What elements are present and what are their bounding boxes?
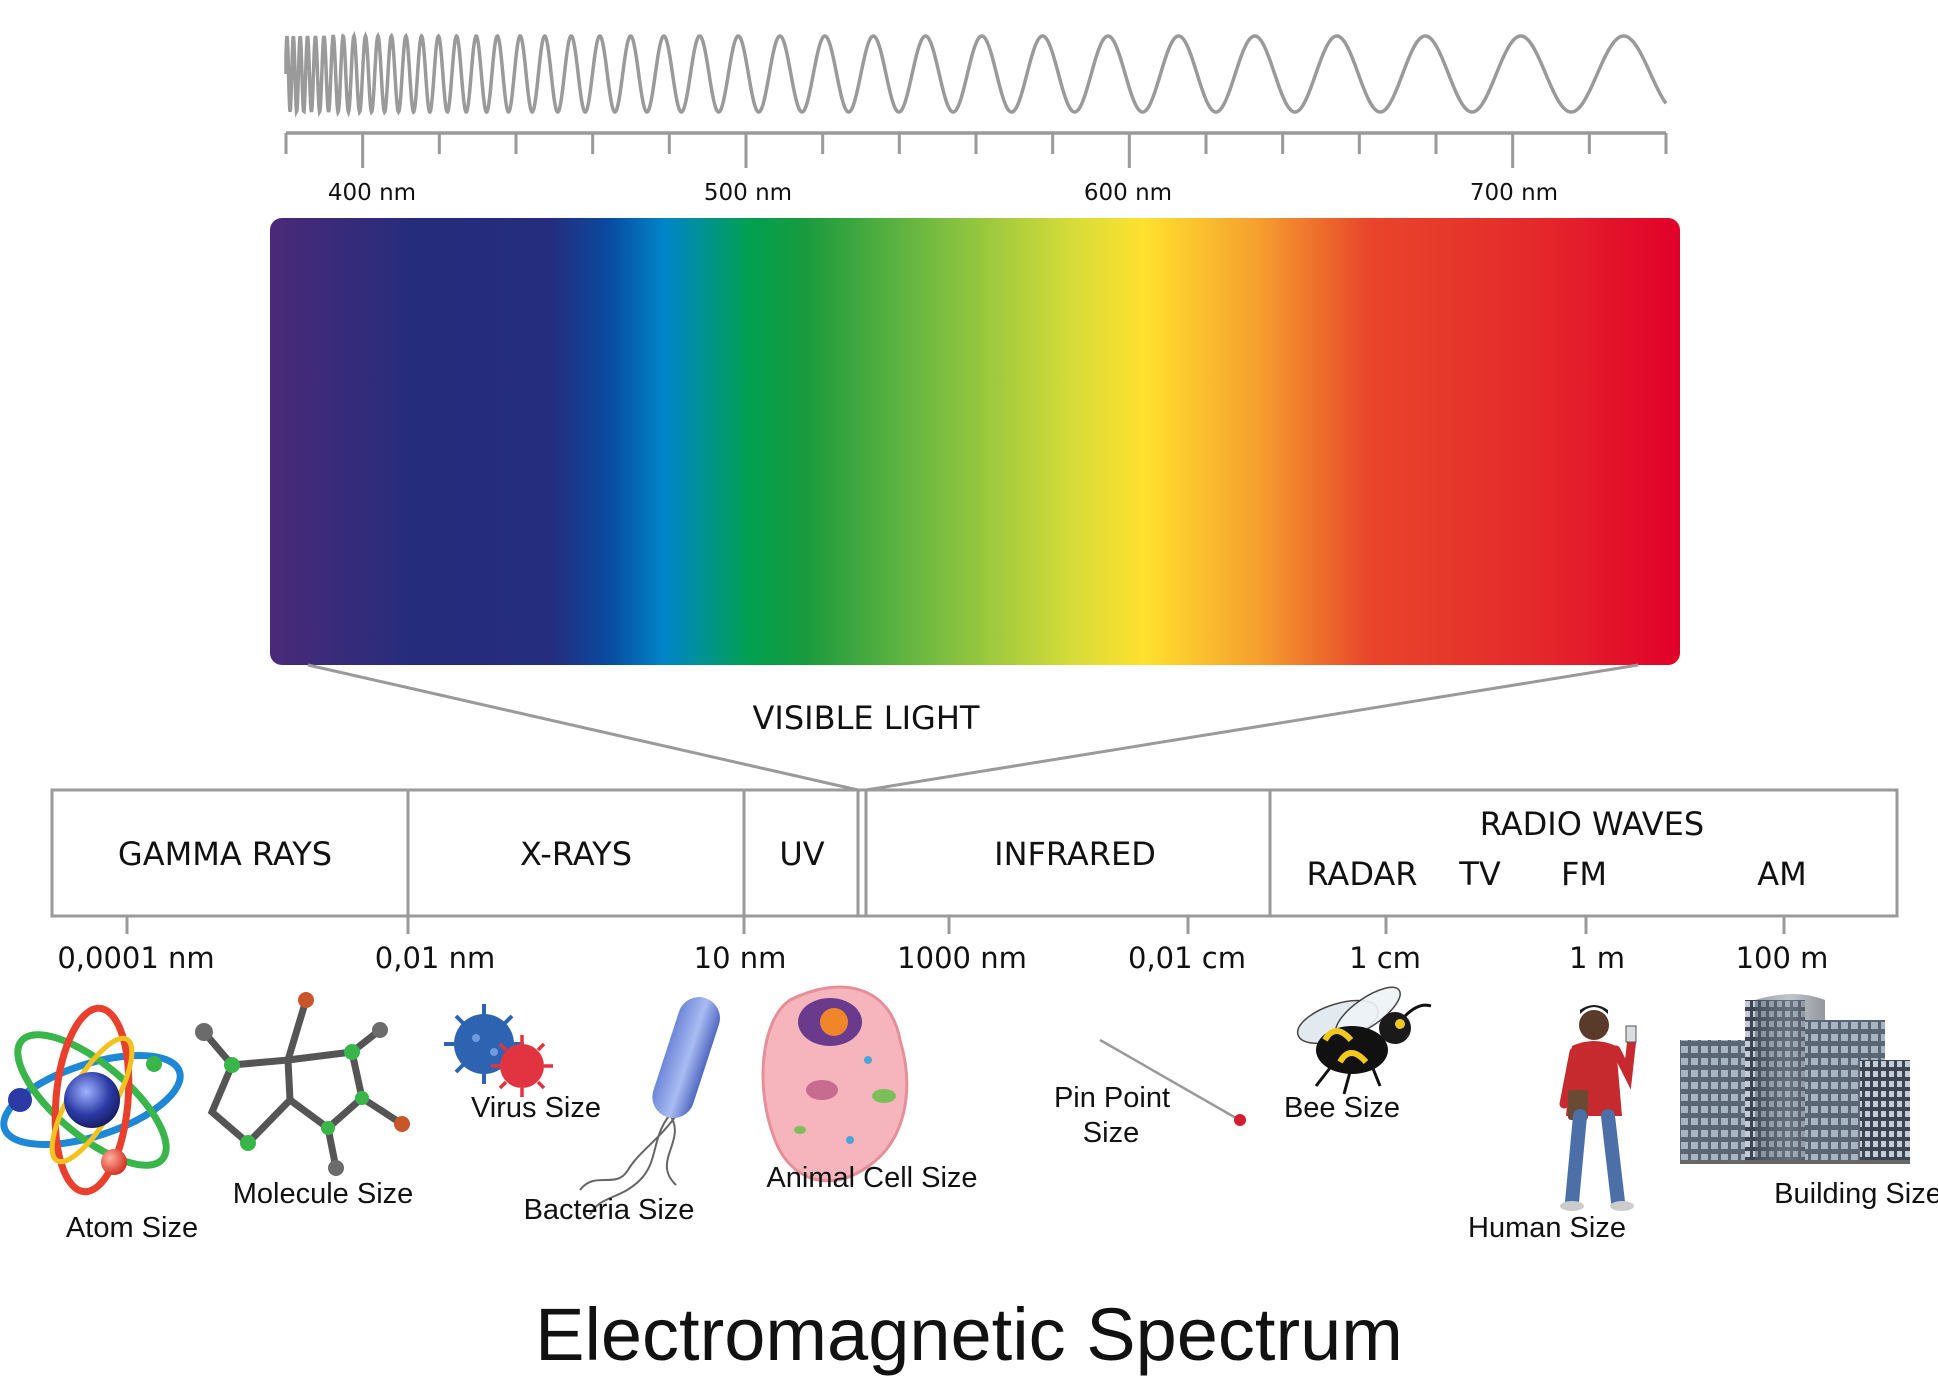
wavelength-tick-600: 600 nm [1083, 180, 1173, 206]
ruler-ticks [284, 133, 1668, 168]
bee-size-label: Bee Size [1283, 1092, 1401, 1124]
atom-illustration [0, 1004, 184, 1196]
wavelength-tick-400: 400 nm [327, 180, 417, 206]
band-tv: TV [1459, 855, 1501, 893]
scale-label: 100 m [1735, 941, 1829, 975]
band-x-rays: X-RAYS [519, 835, 633, 873]
visible-light-label: VISIBLE LIGHT [752, 699, 980, 737]
atom-size-label: Atom Size [65, 1212, 199, 1244]
wavelength-wave [284, 30, 1668, 118]
wavelength-tick-700: 700 nm [1469, 180, 1559, 206]
virus-size-label: Virus Size [470, 1092, 602, 1124]
scale-label: 0,01 cm [1128, 941, 1246, 975]
band-radar: RADAR [1306, 855, 1418, 893]
animal-cell-size-label: Animal Cell Size [766, 1162, 978, 1194]
wavelength-tick-500: 500 nm [703, 180, 793, 206]
bacteria-illustration [579, 997, 720, 1216]
scale-label: 1000 nm [897, 941, 1027, 975]
wave-ruler [284, 30, 1668, 168]
bacteria-size-label: Bacteria Size [523, 1194, 695, 1226]
scale-label: 0,0001 nm [57, 941, 215, 975]
band-radio-waves: RADIO WAVES [1479, 805, 1705, 843]
building-size-label: Building Size [1774, 1178, 1938, 1210]
diagram-title: Electromagnetic Spectrum [535, 1293, 1403, 1376]
band-uv: UV [779, 835, 825, 873]
pin-illustration [1099, 1038, 1246, 1126]
human-illustration [1559, 1005, 1637, 1211]
virus-illustration [444, 1004, 553, 1097]
scale-ticks [125, 916, 1786, 934]
band-box [50, 788, 1899, 918]
band-fm: FM [1560, 855, 1608, 893]
pin-point-label-line2: Size [1082, 1117, 1140, 1149]
scale-label: 10 nm [693, 941, 787, 975]
animal-cell-illustration [761, 985, 909, 1183]
visible-spectrum-bar [270, 218, 1680, 665]
scale-label: 1 cm [1349, 941, 1421, 975]
scale-label: 0,01 nm [374, 941, 496, 975]
human-size-label: Human Size [1468, 1212, 1626, 1244]
bee-illustration [1296, 986, 1432, 1095]
visible-light-connector [307, 663, 1639, 792]
band-am: AM [1757, 855, 1807, 893]
band-gamma-rays: GAMMA RAYS [117, 835, 333, 873]
pin-point-label-line1: Pin Point [1053, 1082, 1171, 1114]
molecule-illustration [195, 992, 410, 1176]
band-infrared: INFRARED [994, 835, 1156, 873]
scale-label: 1 m [1569, 941, 1625, 975]
building-illustration [1680, 994, 1910, 1164]
molecule-size-label: Molecule Size [232, 1178, 414, 1210]
